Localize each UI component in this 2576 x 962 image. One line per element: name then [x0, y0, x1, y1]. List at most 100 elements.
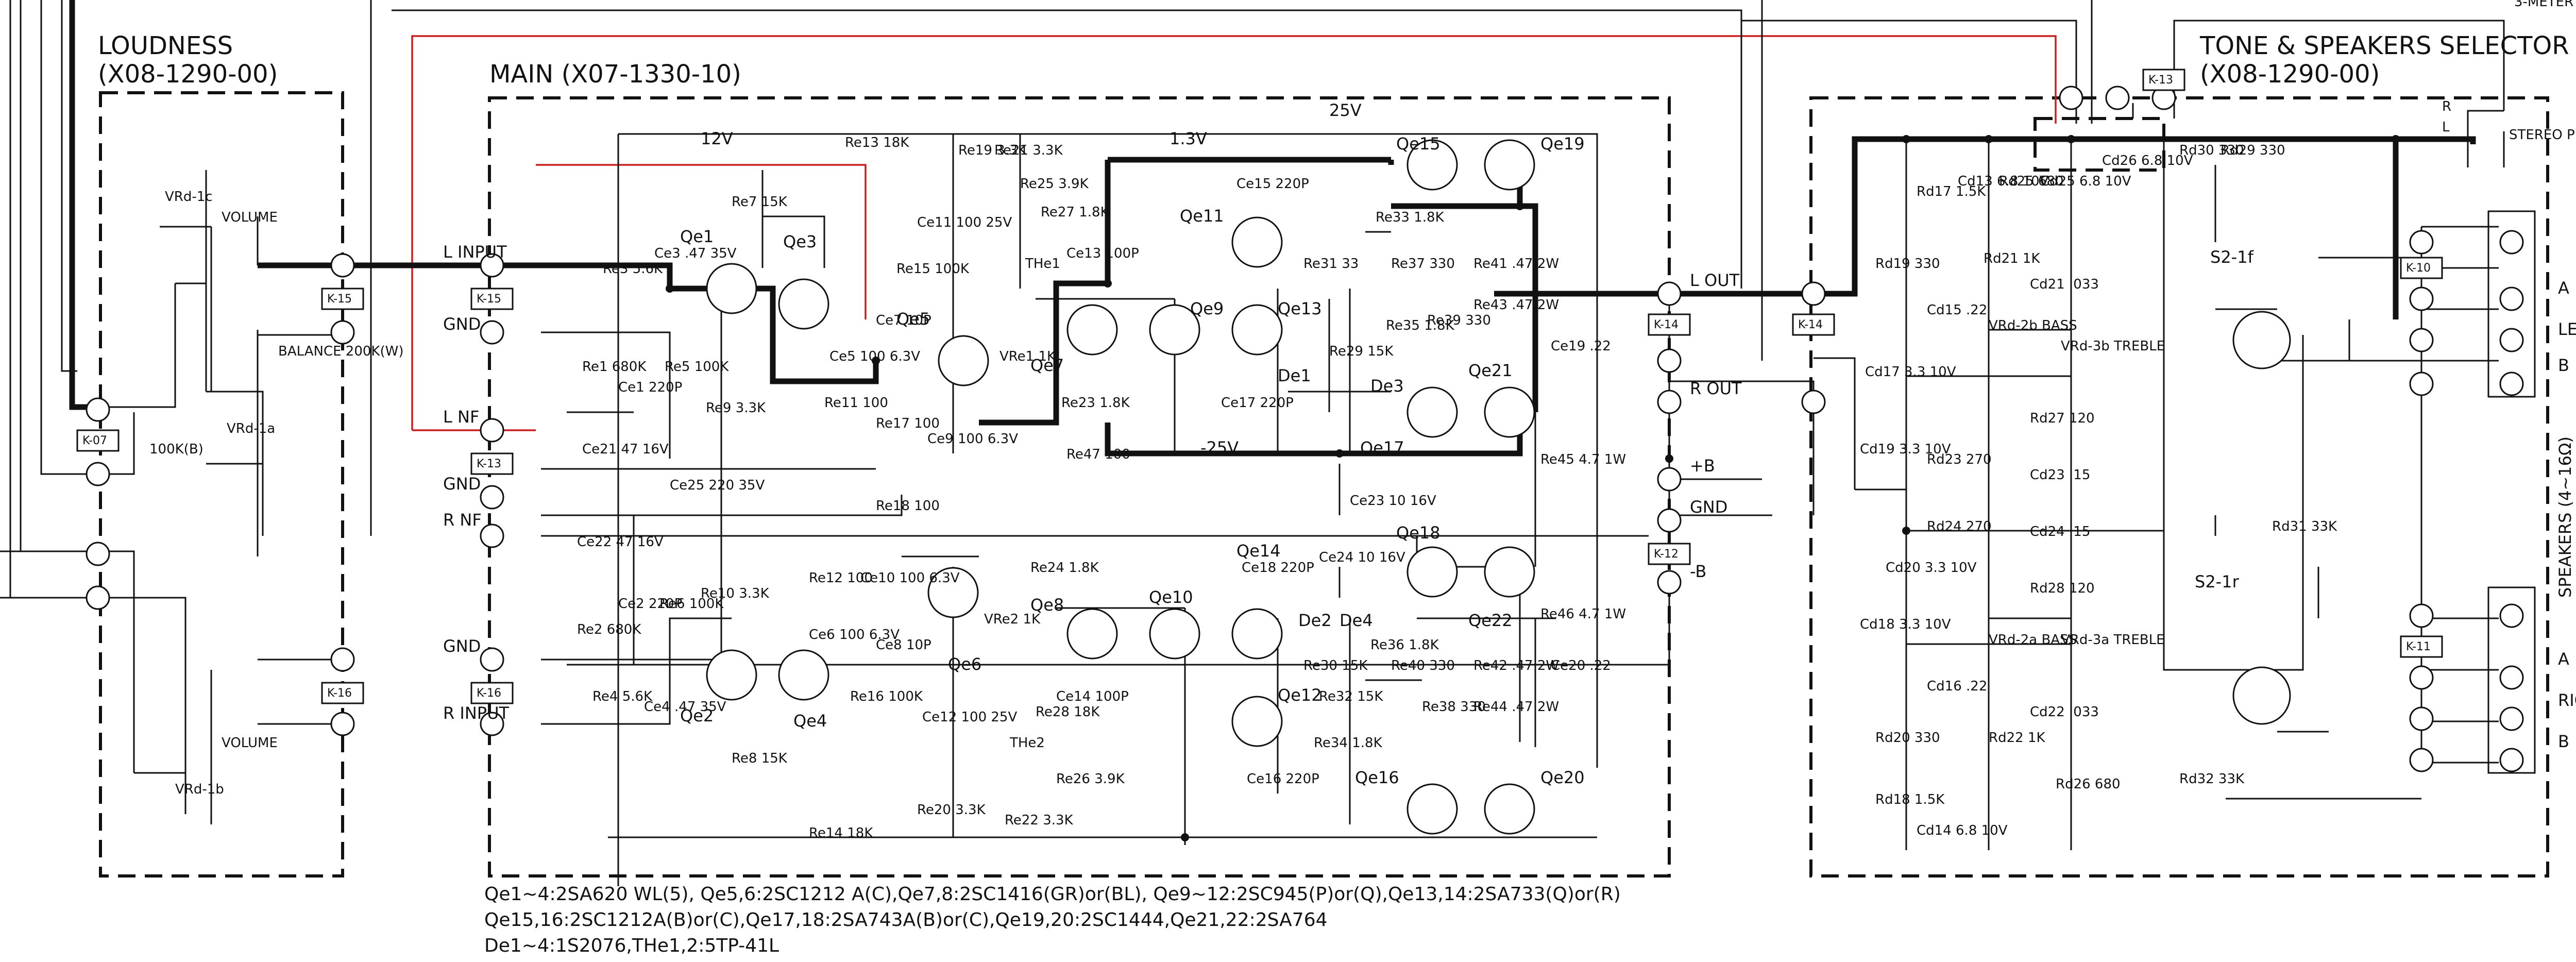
- re14-label: Re14 18K: [809, 825, 873, 841]
- l-nf-label: L NF: [443, 407, 479, 427]
- re10-label: Re10 3.3K: [701, 586, 770, 601]
- a-label-left: A: [2558, 278, 2569, 298]
- re29-label: Re29 15K: [1329, 344, 1394, 359]
- cd15-label: Cd15 .22: [1927, 302, 1987, 318]
- k16-tag-loudness: K-16: [327, 687, 352, 700]
- s2-1f-label: S2-1f: [2210, 247, 2254, 267]
- l-phone-label: L: [2442, 120, 2450, 135]
- re25-label: Re25 3.9K: [1020, 176, 1089, 192]
- l-out-label: L OUT: [1690, 271, 1740, 290]
- qe17-label: Qe17: [1360, 438, 1404, 458]
- vrd3a-label: VRd-3a TREBLE: [2061, 632, 2165, 648]
- re7-label: Re7 15K: [732, 194, 788, 210]
- speaker-selector-switch-rear: [2232, 666, 2291, 725]
- tone-title: TONE & SPEAKERS SELECTOR: [2199, 31, 2569, 60]
- minus-b-label: -B: [1690, 562, 1706, 581]
- 1v3-label: 1.3V: [1170, 129, 1207, 148]
- rd20-label: Rd20 330: [1875, 730, 1940, 746]
- qe9-label: Qe9: [1190, 299, 1224, 318]
- ce13-label: Ce13 100P: [1066, 246, 1139, 261]
- rd18-label: Rd18 1.5K: [1875, 792, 1945, 807]
- main-title: MAIN (X07-1330-10): [489, 60, 741, 89]
- re36-label: Re36 1.8K: [1370, 637, 1439, 653]
- re19-label: Re19 3.3K: [958, 143, 1027, 158]
- qe10-label: Qe10: [1149, 587, 1193, 607]
- re32-label: Re32 15K: [1319, 689, 1383, 704]
- re33-label: Re33 1.8K: [1376, 210, 1445, 225]
- loudness-wiring: [98, 170, 350, 824]
- re41-label: Re41 .47 2W: [1473, 256, 1559, 272]
- re15-label: Re15 100K: [896, 261, 970, 277]
- rd25-label: Rd25 680: [1999, 174, 2064, 189]
- qe2-label: Qe2: [680, 706, 714, 725]
- re5-label: Re5 100K: [665, 359, 729, 375]
- cd26-label: Cd26 6.8 10V: [2102, 153, 2193, 168]
- gnd-label-2: GND: [443, 474, 481, 494]
- the2-label: THe2: [1009, 735, 1045, 751]
- re38-label: Re38 330: [1422, 699, 1486, 715]
- de4-label: De4: [1340, 611, 1373, 630]
- s2-1r-label: S2-1r: [2195, 572, 2240, 592]
- qe14-label: Qe14: [1236, 541, 1281, 561]
- cd13-label: Cd13 6.8 10V: [1958, 174, 2049, 189]
- cd23-label: Cd23 .15: [2030, 467, 2090, 483]
- ce5-label: Ce5 100 6.3V: [829, 349, 920, 364]
- stereo-phones-label: STEREO PHONES: [2509, 127, 2576, 143]
- re24-label: Re24 1.8K: [1030, 560, 1099, 576]
- ce24-label: Ce24 10 16V: [1319, 550, 1405, 565]
- re34-label: Re34 1.8K: [1314, 735, 1383, 751]
- cd17-label: Cd17 3.3 10V: [1865, 364, 1956, 380]
- qe22-label: Qe22: [1468, 611, 1513, 630]
- transistors: [706, 139, 1535, 835]
- re21-label: Re21 3.3K: [994, 143, 1063, 158]
- right-label: RIGHT: [2558, 690, 2576, 710]
- ce23-label: Ce23 10 16V: [1350, 493, 1436, 509]
- rd19-label: Rd19 330: [1875, 256, 1940, 272]
- ce20-label: Ce20 .22: [1551, 658, 1611, 673]
- ce4-label: Ce4 .47 35V: [644, 699, 726, 715]
- k10-tag: K-10: [2406, 262, 2431, 275]
- gnd-label-1: GND: [443, 314, 481, 334]
- ce12-label: Ce12 100 25V: [922, 710, 1017, 725]
- k16-tag-main: K-16: [477, 687, 501, 700]
- ce9-label: Ce9 100 6.3V: [927, 431, 1018, 447]
- 25v-label: 25V: [1329, 100, 1362, 120]
- 100k-b-label: 100K(B): [149, 442, 204, 457]
- cd20-label: Cd20 3.3 10V: [1886, 560, 1977, 576]
- re9-label: Re9 3.3K: [706, 400, 766, 416]
- re18-label: Re18 100: [876, 498, 940, 514]
- r-input-label: R INPUT: [443, 703, 510, 723]
- re39-label: Re39 330: [1427, 313, 1491, 328]
- de2-label: De2: [1298, 611, 1332, 630]
- qe4-label: Qe4: [793, 711, 827, 731]
- the1-label: THe1: [1025, 256, 1060, 272]
- ce17-label: Ce17 220P: [1221, 395, 1294, 411]
- rd29-label: Rd29 330: [2221, 143, 2285, 158]
- re37-label: Re37 330: [1391, 256, 1455, 272]
- qe6-label: Qe6: [948, 654, 981, 674]
- re13-label: Re13 18K: [845, 135, 909, 150]
- qe21-label: Qe21: [1468, 361, 1513, 380]
- speaker-terminals: [2487, 210, 2536, 774]
- re23-label: Re23 1.8K: [1061, 395, 1130, 411]
- ce15-label: Ce15 220P: [1236, 176, 1309, 192]
- rd31-label: Rd31 33K: [2272, 519, 2337, 534]
- re20-label: Re20 3.3K: [917, 802, 986, 818]
- vrd3b-label: VRd-3b TREBLE: [2061, 339, 2165, 354]
- k11-tag: K-11: [2406, 640, 2431, 653]
- re30-label: Re30 15K: [1303, 658, 1368, 673]
- k07-tag: K-07: [82, 434, 107, 447]
- vre2-label: VRe2 1K: [984, 612, 1041, 627]
- junction-dots: [666, 135, 2400, 841]
- re46-label: Re46 4.7 1W: [1540, 606, 1626, 622]
- k12-tag-main: K-12: [1654, 548, 1679, 561]
- tone-board-outline: [1809, 96, 2549, 877]
- volume-label-top: VOLUME: [222, 210, 278, 225]
- tone-header-connector: [2033, 117, 2165, 172]
- ce21-label: Ce21 47 16V: [582, 442, 669, 457]
- cd18-label: Cd18 3.3 10V: [1860, 617, 1951, 632]
- speaker-selector-switch-front: [2232, 311, 2291, 369]
- ce16-label: Ce16 220P: [1247, 771, 1319, 787]
- a-label-right: A: [2558, 649, 2569, 669]
